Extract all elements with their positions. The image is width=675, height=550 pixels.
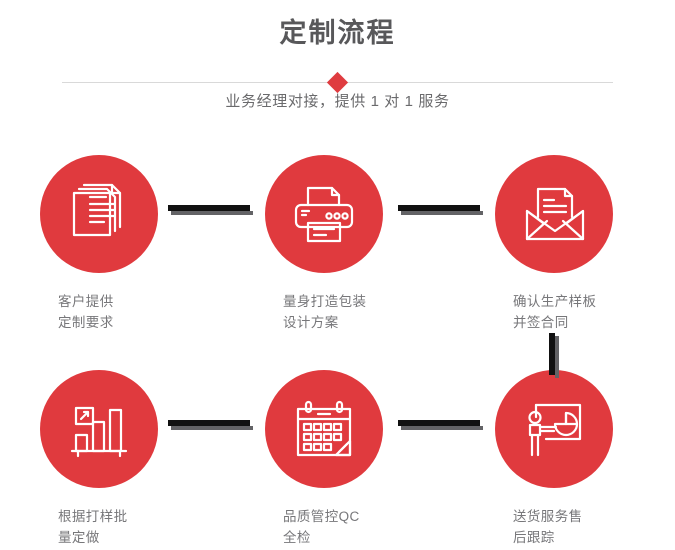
envelope-document-icon (521, 181, 587, 247)
documents-stack-icon (66, 181, 132, 247)
connector-bar (168, 420, 250, 426)
step-6-label: 送货服务售 后跟踪 (513, 509, 583, 545)
connector-step4-step5 (168, 420, 253, 430)
flow-step-5[interactable]: 品质管控QC 全检 (235, 370, 415, 548)
flow-step-2[interactable]: 量身打造包装 设计方案 (235, 155, 415, 333)
connector-bar (168, 205, 250, 211)
page-header: 定制流程 业务经理对接，提供 1 对 1 服务 (0, 0, 675, 130)
title-divider (62, 71, 613, 94)
connector-bar (398, 420, 480, 426)
page-subtitle: 业务经理对接，提供 1 对 1 服务 (225, 93, 450, 110)
connector-shadow (171, 426, 253, 430)
page-title: 定制流程 (279, 18, 396, 48)
step-1-circle (40, 155, 158, 273)
step-1-label: 客户提供 定制要求 (58, 294, 114, 330)
connector-shadow (401, 211, 483, 215)
flow-step-1[interactable]: 客户提供 定制要求 (10, 155, 190, 333)
flow-step-4[interactable]: 根据打样批 量定做 (10, 370, 190, 548)
step-2-circle (265, 155, 383, 273)
bar-chart-growth-icon (68, 398, 130, 460)
connector-shadow (555, 336, 559, 378)
flow-step-3[interactable]: 确认生产样板 并签合同 (465, 155, 645, 333)
step-3-circle (495, 155, 613, 273)
printer-icon (291, 181, 357, 247)
step-5-circle (265, 370, 383, 488)
process-flow-diagram: 客户提供 定制要求 量身打造包装 设计方案 (0, 130, 675, 550)
connector-shadow (401, 426, 483, 430)
connector-shadow (171, 211, 253, 215)
step-5-label: 品质管控QC 全检 (283, 509, 360, 545)
step-4-label: 根据打样批 量定做 (58, 509, 128, 545)
connector-step5-step6 (398, 420, 483, 430)
connector-bar (398, 205, 480, 211)
presenter-pie-chart-icon (522, 397, 586, 461)
step-4-circle (40, 370, 158, 488)
step-3-label: 确认生产样板 并签合同 (513, 294, 597, 330)
connector-step1-step2 (168, 205, 253, 215)
connector-step3-step6 (549, 333, 559, 378)
connector-bar (549, 333, 555, 375)
connector-step2-step3 (398, 205, 483, 215)
step-2-label: 量身打造包装 设计方案 (283, 294, 367, 330)
step-6-circle (495, 370, 613, 488)
flow-step-6[interactable]: 送货服务售 后跟踪 (465, 370, 645, 548)
calendar-icon (292, 397, 356, 461)
